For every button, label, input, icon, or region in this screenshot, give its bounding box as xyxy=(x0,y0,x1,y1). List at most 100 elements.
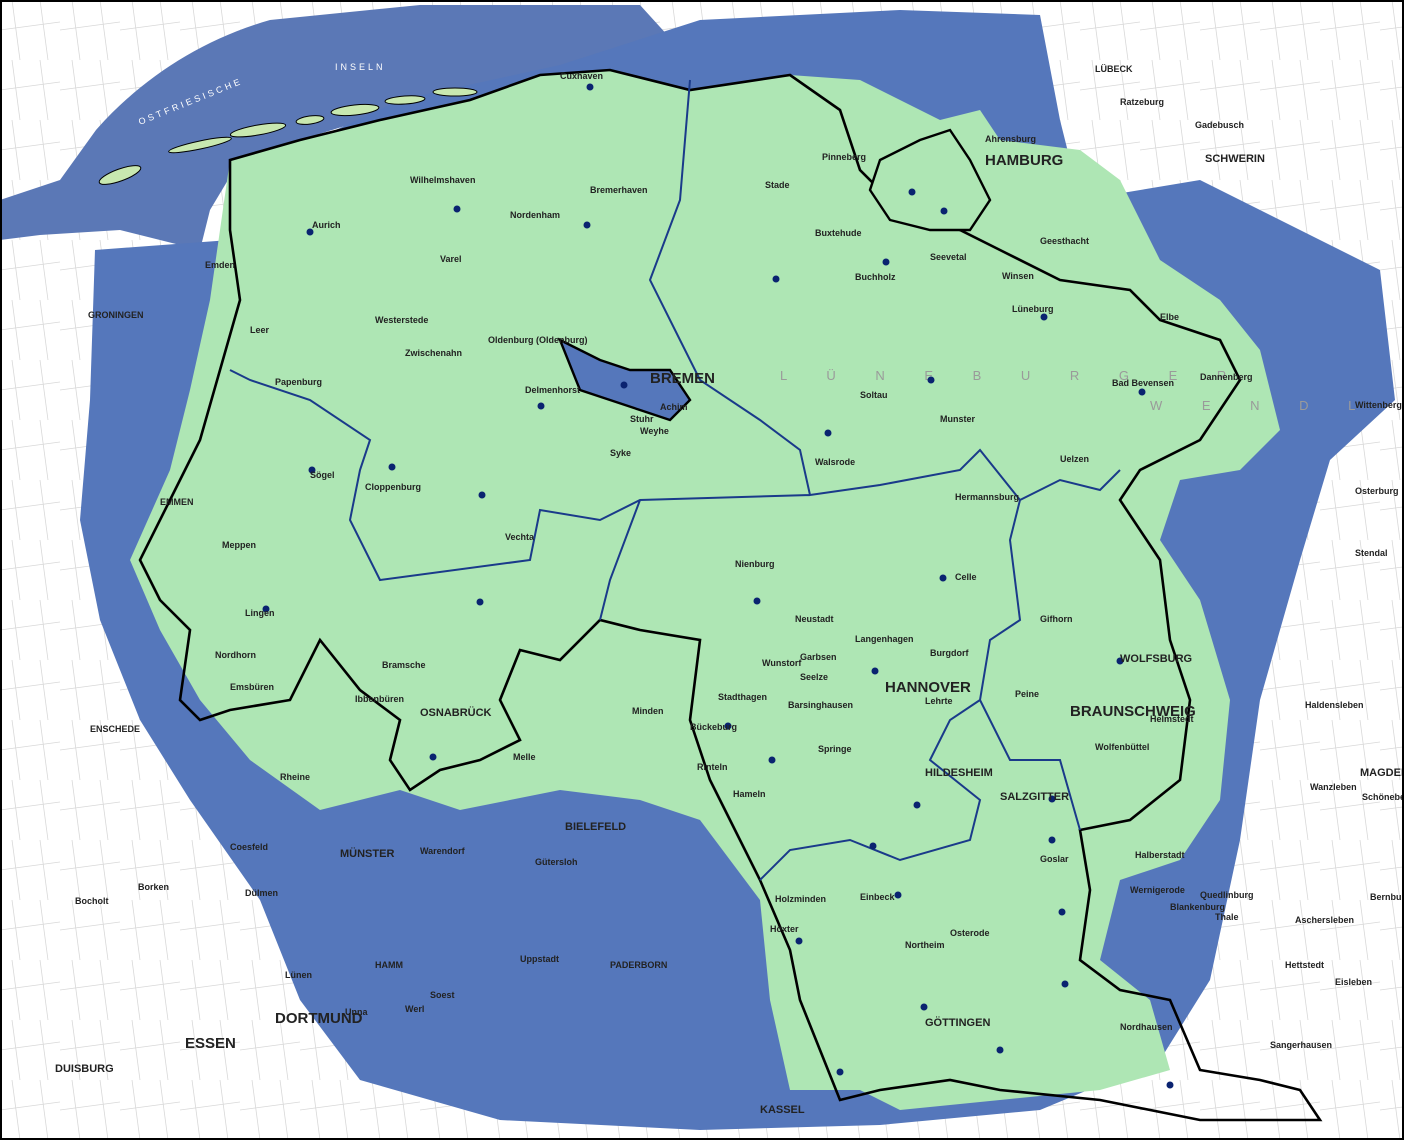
region-label-wendland: W E N D L xyxy=(1150,398,1373,413)
city-bremen: BREMEN xyxy=(650,370,715,387)
transmitter-site[interactable] xyxy=(753,597,761,605)
city-bad-bevensen: Bad Bevensen xyxy=(1112,378,1174,388)
transmitter-site[interactable] xyxy=(620,381,628,389)
island-baltrum xyxy=(295,115,325,125)
transmitter-site[interactable] xyxy=(1166,1081,1174,1089)
city-wittenberge: Wittenberge xyxy=(1355,400,1404,410)
city-meppen: Meppen xyxy=(222,540,256,550)
major-city-labels: HAMBURG BREMEN HANNOVER BRAUNSCHWEIG BIE… xyxy=(55,64,1404,1116)
transmitter-site[interactable] xyxy=(768,756,776,764)
city-stendal: Stendal xyxy=(1355,548,1388,558)
transmitter-site[interactable] xyxy=(920,1003,928,1011)
city-soegel: Sögel xyxy=(310,470,335,480)
city-cloppenburg: Cloppenburg xyxy=(365,482,421,492)
transmitter-site[interactable] xyxy=(772,275,780,283)
city-schwerin: SCHWERIN xyxy=(1205,153,1265,165)
transmitter-site[interactable] xyxy=(724,722,732,730)
transmitter-site[interactable] xyxy=(476,598,484,606)
city-hettstedt: Hettstedt xyxy=(1285,960,1324,970)
transmitter-site[interactable] xyxy=(836,1068,844,1076)
city-buxtehude: Buxtehude xyxy=(815,228,862,238)
city-lueneburg: Lüneburg xyxy=(1012,304,1054,314)
city-bielefeld: BIELEFELD xyxy=(565,821,626,833)
city-labels: Cuxhaven Emden Aurich Leer Wilhelmshaven… xyxy=(75,71,1404,1050)
island-langeoog xyxy=(330,103,380,117)
transmitter-site[interactable] xyxy=(1058,908,1066,916)
transmitter-site[interactable] xyxy=(1116,657,1124,665)
transmitter-site[interactable] xyxy=(824,429,832,437)
transmitter-site[interactable] xyxy=(583,221,591,229)
transmitter-sites xyxy=(262,83,1174,1089)
city-lingen: Lingen xyxy=(245,608,275,618)
transmitter-site[interactable] xyxy=(795,937,803,945)
transmitter-site[interactable] xyxy=(908,188,916,196)
transmitter-site[interactable] xyxy=(308,466,316,474)
city-northeim: Northeim xyxy=(905,940,945,950)
city-halberstadt: Halberstadt xyxy=(1135,850,1185,860)
city-leer: Leer xyxy=(250,325,270,335)
city-paderborn: PADERBORN xyxy=(610,960,667,970)
city-ibbenbueren: Ibbenbüren xyxy=(355,694,404,704)
transmitter-site[interactable] xyxy=(869,842,877,850)
city-osnabrueck: OSNABRÜCK xyxy=(420,706,492,719)
city-wolfsburg: WOLFSBURG xyxy=(1120,653,1192,665)
city-barsinghausen: Barsinghausen xyxy=(788,700,853,710)
water-label-inseln: INSELN xyxy=(335,62,386,72)
city-stade: Stade xyxy=(765,180,790,190)
region-label-heide: L Ü N E B U R G E R xyxy=(780,368,1244,383)
transmitter-site[interactable] xyxy=(1061,980,1069,988)
transmitter-site[interactable] xyxy=(453,205,461,213)
city-wunstorf: Wunstorf xyxy=(762,658,802,668)
city-seevetal: Seevetal xyxy=(930,252,967,262)
city-uelzen: Uelzen xyxy=(1060,454,1089,464)
transmitter-site[interactable] xyxy=(1048,836,1056,844)
city-ahrensburg: Ahrensburg xyxy=(985,134,1036,144)
city-munster: Munster xyxy=(940,414,976,424)
city-essen: ESSEN xyxy=(185,1035,236,1052)
city-burgdorf: Burgdorf xyxy=(930,648,969,658)
city-hameln: Hameln xyxy=(733,789,766,799)
city-muenster: MÜNSTER xyxy=(340,847,394,860)
city-minden: Minden xyxy=(632,706,664,716)
city-aurich: Aurich xyxy=(312,220,341,230)
transmitter-site[interactable] xyxy=(927,376,935,384)
city-nordenham: Nordenham xyxy=(510,210,560,220)
city-hermannsburg: Hermannsburg xyxy=(955,492,1019,502)
city-wolfenbuettel: Wolfenbüttel xyxy=(1095,742,1149,752)
city-walsrode: Walsrode xyxy=(815,457,855,467)
transmitter-site[interactable] xyxy=(882,258,890,266)
city-kassel: KASSEL xyxy=(760,1104,805,1116)
transmitter-site[interactable] xyxy=(1138,388,1146,396)
city-emmen: EMMEN xyxy=(160,497,194,507)
city-peine: Peine xyxy=(1015,689,1039,699)
transmitter-site[interactable] xyxy=(996,1046,1004,1054)
transmitter-site[interactable] xyxy=(913,801,921,809)
transmitter-site[interactable] xyxy=(478,491,486,499)
transmitter-site[interactable] xyxy=(429,753,437,761)
city-eisleben: Eisleben xyxy=(1335,977,1372,987)
city-ratzeburg: Ratzeburg xyxy=(1120,97,1164,107)
transmitter-site[interactable] xyxy=(306,228,314,236)
city-goettingen: GÖTTINGEN xyxy=(925,1016,990,1029)
city-haldensleben: Haldensleben xyxy=(1305,700,1364,710)
city-rinteln: Rinteln xyxy=(697,762,728,772)
city-holzminden: Holzminden xyxy=(775,894,826,904)
transmitter-site[interactable] xyxy=(1048,795,1056,803)
city-delmenhorst: Delmenhorst xyxy=(525,385,580,395)
transmitter-site[interactable] xyxy=(388,463,396,471)
transmitter-site[interactable] xyxy=(262,605,270,613)
transmitter-site[interactable] xyxy=(871,667,879,675)
city-duisburg: DUISBURG xyxy=(55,1063,114,1075)
transmitter-site[interactable] xyxy=(894,891,902,899)
city-hannover: HANNOVER xyxy=(885,679,971,696)
transmitter-site[interactable] xyxy=(940,207,948,215)
transmitter-site[interactable] xyxy=(939,574,947,582)
transmitter-site[interactable] xyxy=(537,402,545,410)
transmitter-site[interactable] xyxy=(586,83,594,91)
city-stadthagen: Stadthagen xyxy=(718,692,767,702)
city-emden: Emden xyxy=(205,260,235,270)
transmitter-site[interactable] xyxy=(1040,313,1048,321)
city-papenburg: Papenburg xyxy=(275,377,322,387)
